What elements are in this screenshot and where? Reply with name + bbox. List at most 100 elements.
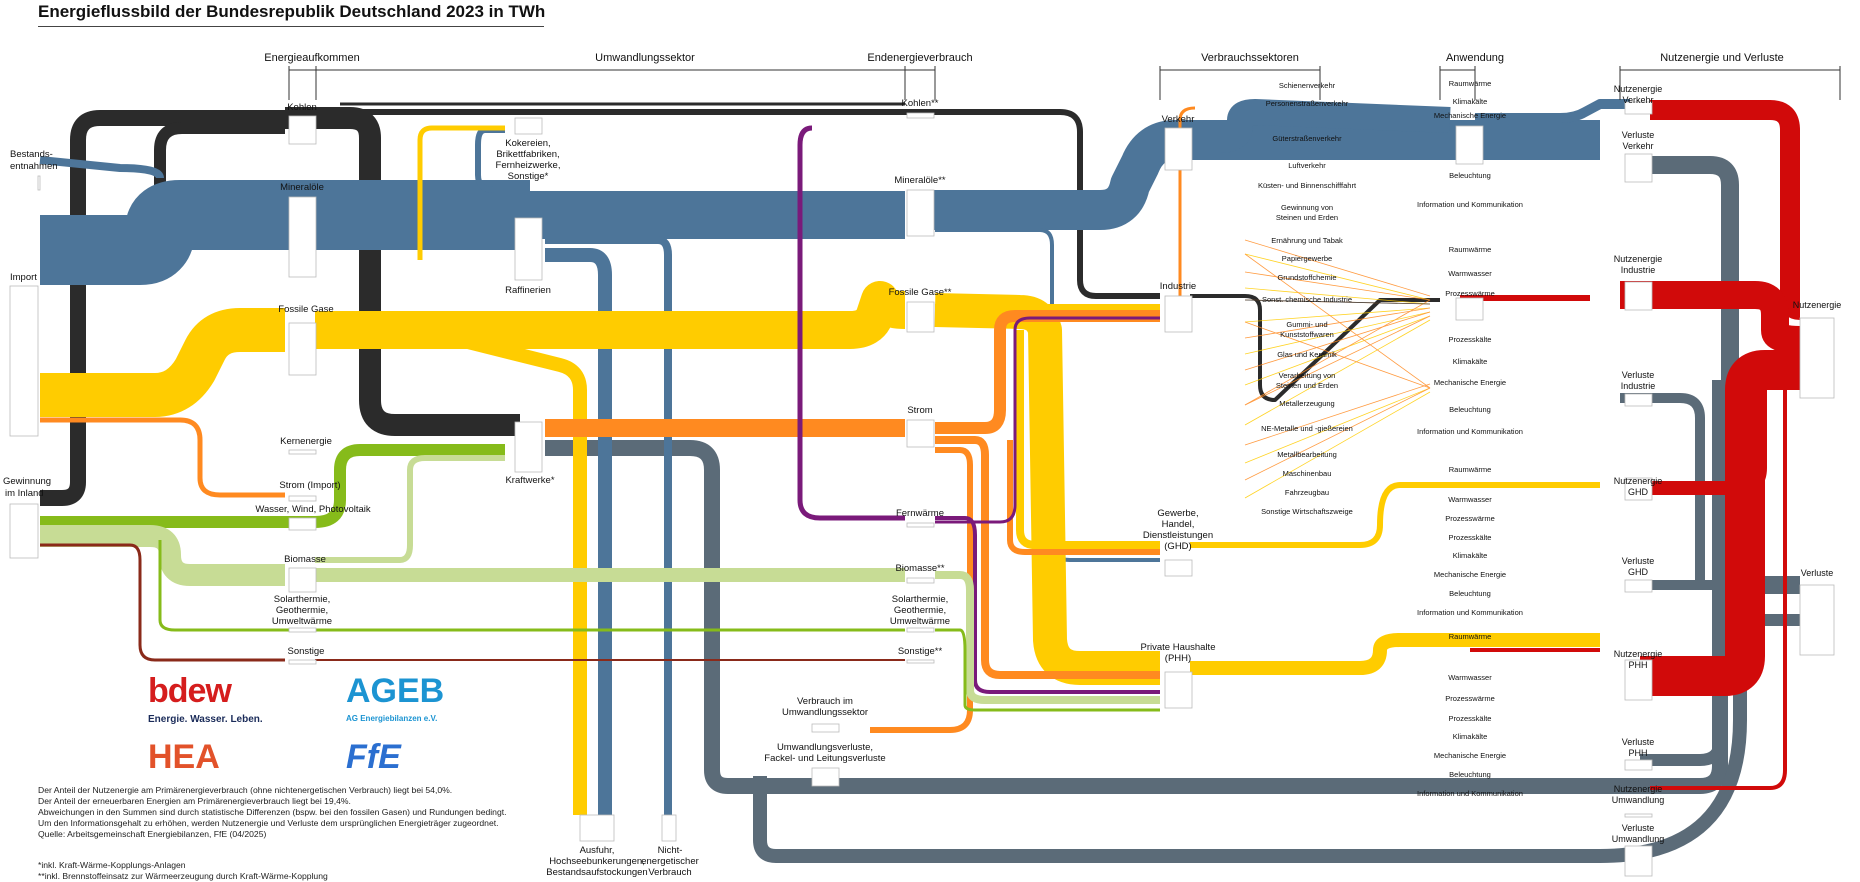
out-verl-ghd-2: GHD xyxy=(1628,567,1649,577)
node-kraftwerke xyxy=(514,421,543,473)
flow-nutz-umwandlung xyxy=(1650,390,1787,790)
app-ind-iuk: Information und Kommunikation xyxy=(1417,427,1523,436)
flow-solarthermie xyxy=(158,540,905,632)
node-nutz-phh xyxy=(1624,659,1653,701)
label-nichtenerg-2: energetischer xyxy=(641,856,699,867)
node-kohlen-end xyxy=(906,112,935,119)
node-strom-import xyxy=(288,495,317,502)
flow-gas-ghd-app xyxy=(1190,482,1600,548)
flow-fernwaerme xyxy=(797,125,905,521)
out-nutz-industrie-1: Nutzenergie xyxy=(1614,254,1663,264)
label-ne-metalle: NE-Metalle und -gießereien xyxy=(1261,424,1353,433)
header-nutzenergie-verluste: Nutzenergie und Verluste xyxy=(1660,52,1784,64)
label-gewinnung-steine-2: Steinen und Erden xyxy=(1276,213,1338,222)
out-nutz-umw-1: Nutzenergie xyxy=(1614,784,1663,794)
labels-app-phh: Raumwärme Warmwasser Prozesswärme Prozes… xyxy=(1417,632,1523,798)
flow-gas-phh xyxy=(1190,633,1600,675)
label-ausfuhr-2: Hochseebunkerungen, xyxy=(549,856,645,867)
node-biomasse xyxy=(288,567,317,593)
flow-fernwaerme-out xyxy=(935,516,1160,694)
note-2: Der Anteil der erneuerbaren Energien am … xyxy=(38,796,351,806)
label-phh-1: Private Haushalte xyxy=(1141,642,1216,653)
out-verl-phh-2: PHH xyxy=(1628,748,1647,758)
flow-verluste-industrie xyxy=(1620,393,1705,585)
label-strom-end: Strom xyxy=(907,405,932,416)
industry-fan-line-8 xyxy=(1244,311,1431,371)
label-mineraloele-end: Mineralöle** xyxy=(894,175,946,186)
node-solar-end xyxy=(906,627,935,633)
label-solar-end-1: Solarthermie, xyxy=(892,594,949,605)
label-biomasse-end: Biomasse** xyxy=(895,563,944,574)
app-phh-beleuchtung: Beleuchtung xyxy=(1449,770,1491,779)
industry-fan-line-14 xyxy=(1244,387,1431,481)
app-ind-raumwaerme: Raumwärme xyxy=(1449,245,1492,254)
labels-left: Bestands- entnahmen Import Gewinnung im … xyxy=(3,102,371,657)
flow-umwandlungsverluste xyxy=(545,380,1728,794)
industry-fan-line-10 xyxy=(1244,315,1431,406)
label-fossile-gase: Fossile Gase xyxy=(278,304,333,315)
label-sonstige-wirtschaft: Sonstige Wirtschaftszweige xyxy=(1261,507,1353,516)
node-verl-ghd xyxy=(1624,579,1653,593)
flow-sonstige xyxy=(40,543,285,662)
app-ind-mechanisch: Mechanische Energie xyxy=(1434,378,1506,387)
nodes xyxy=(9,101,1835,877)
node-nutz-verkehr xyxy=(1624,101,1653,115)
out-verl-verkehr-1: Verluste xyxy=(1622,130,1655,140)
label-erneuerbar: Wasser, Wind, Photovoltaik xyxy=(255,504,371,515)
flow-oel-import xyxy=(40,180,530,285)
app-ind-prozesswaerme: Prozesswärme xyxy=(1445,289,1495,298)
app-verkehr-klimakaelte: Klimakälte xyxy=(1453,97,1488,106)
label-kohlen: Kohlen xyxy=(287,102,317,113)
labels-app-ghd: Raumwärme Warmwasser Prozesswärme Prozes… xyxy=(1417,465,1523,617)
flow-strom-verlust xyxy=(870,447,973,733)
flow-oel-nutzverkehr xyxy=(1475,99,1630,123)
flow-oel-kokerei xyxy=(475,127,530,193)
out-verl-phh-1: Verluste xyxy=(1622,737,1655,747)
node-verl-phh xyxy=(1624,759,1653,771)
labels-conversion: Kokereien, Brikettfabriken, Fernheizwerk… xyxy=(496,138,886,877)
label-fahrzeugbau: Fahrzeugbau xyxy=(1285,488,1329,497)
flow-gas-kokerei xyxy=(417,125,505,260)
flow-biomasse-out xyxy=(935,571,1160,704)
app-ghd-prozesskaelte: Prozesskälte xyxy=(1449,533,1492,542)
industry-fan-line-16 xyxy=(1244,253,1431,389)
label-sonstige-end: Sonstige** xyxy=(898,646,943,657)
flow-gas-import xyxy=(40,308,285,417)
flow-strom-verkehr xyxy=(1178,106,1196,296)
label-bestandsentnahmen-1: Bestands- xyxy=(10,149,53,160)
industry-fan-line-13 xyxy=(1244,387,1431,464)
flow-kohle-prozess xyxy=(1190,294,1440,402)
node-kernenergie xyxy=(288,449,317,455)
node-ghd xyxy=(1164,559,1193,577)
flow-strom-import xyxy=(40,417,285,498)
out-nutz-verkehr-1: Nutzenergie xyxy=(1614,84,1663,94)
app-ghd-beleuchtung: Beleuchtung xyxy=(1449,589,1491,598)
flow-nutz-verkehr xyxy=(1650,100,1801,320)
header-group: Energieaufkommen Umwandlungssektor Enden… xyxy=(264,52,1783,64)
label-verarbeitung-1: Verarbeitung von xyxy=(1279,371,1336,380)
label-gueterstrassenverkehr: Güterstraßenverkehr xyxy=(1272,134,1342,143)
app-ghd-klimakaelte: Klimakälte xyxy=(1453,551,1488,560)
app-ghd-raumwaerme: Raumwärme xyxy=(1449,465,1492,474)
header-energieaufkommen: Energieaufkommen xyxy=(264,52,359,64)
industry-fan-line-1 xyxy=(1244,253,1431,301)
label-umwandlungsverluste-2: Fackel- und Leitungsverluste xyxy=(764,753,885,764)
out-verl-industrie-2: Industrie xyxy=(1621,381,1656,391)
app-phh-prozesswaerme: Prozesswärme xyxy=(1445,694,1495,703)
label-nichtenerg-3: Verbrauch xyxy=(648,867,691,877)
label-ausfuhr-3: Bestandsaufstockungen xyxy=(546,867,647,877)
flow-strom-ghd xyxy=(1007,440,1160,555)
app-ghd-mechanisch: Mechanische Energie xyxy=(1434,570,1506,579)
industry-fan-line-11 xyxy=(1244,319,1431,426)
node-industrie-app xyxy=(1455,297,1484,321)
industry-fan-line-7 xyxy=(1244,311,1431,355)
node-solarthermie xyxy=(288,627,317,633)
flow-oel-ausfuhr xyxy=(545,248,612,815)
page-title: Energieflussbild der Bundesrepublik Deut… xyxy=(38,2,546,21)
label-ernaehrung: Ernährung und Tabak xyxy=(1271,236,1343,245)
label-gewinnung-2: im Inland xyxy=(5,488,44,499)
flow-oel-nichtenerg xyxy=(545,236,672,815)
app-phh-iuk: Information und Kommunikation xyxy=(1417,789,1523,798)
header-brackets xyxy=(288,66,1841,100)
out-nutz-verkehr-2: Verkehr xyxy=(1622,95,1653,105)
